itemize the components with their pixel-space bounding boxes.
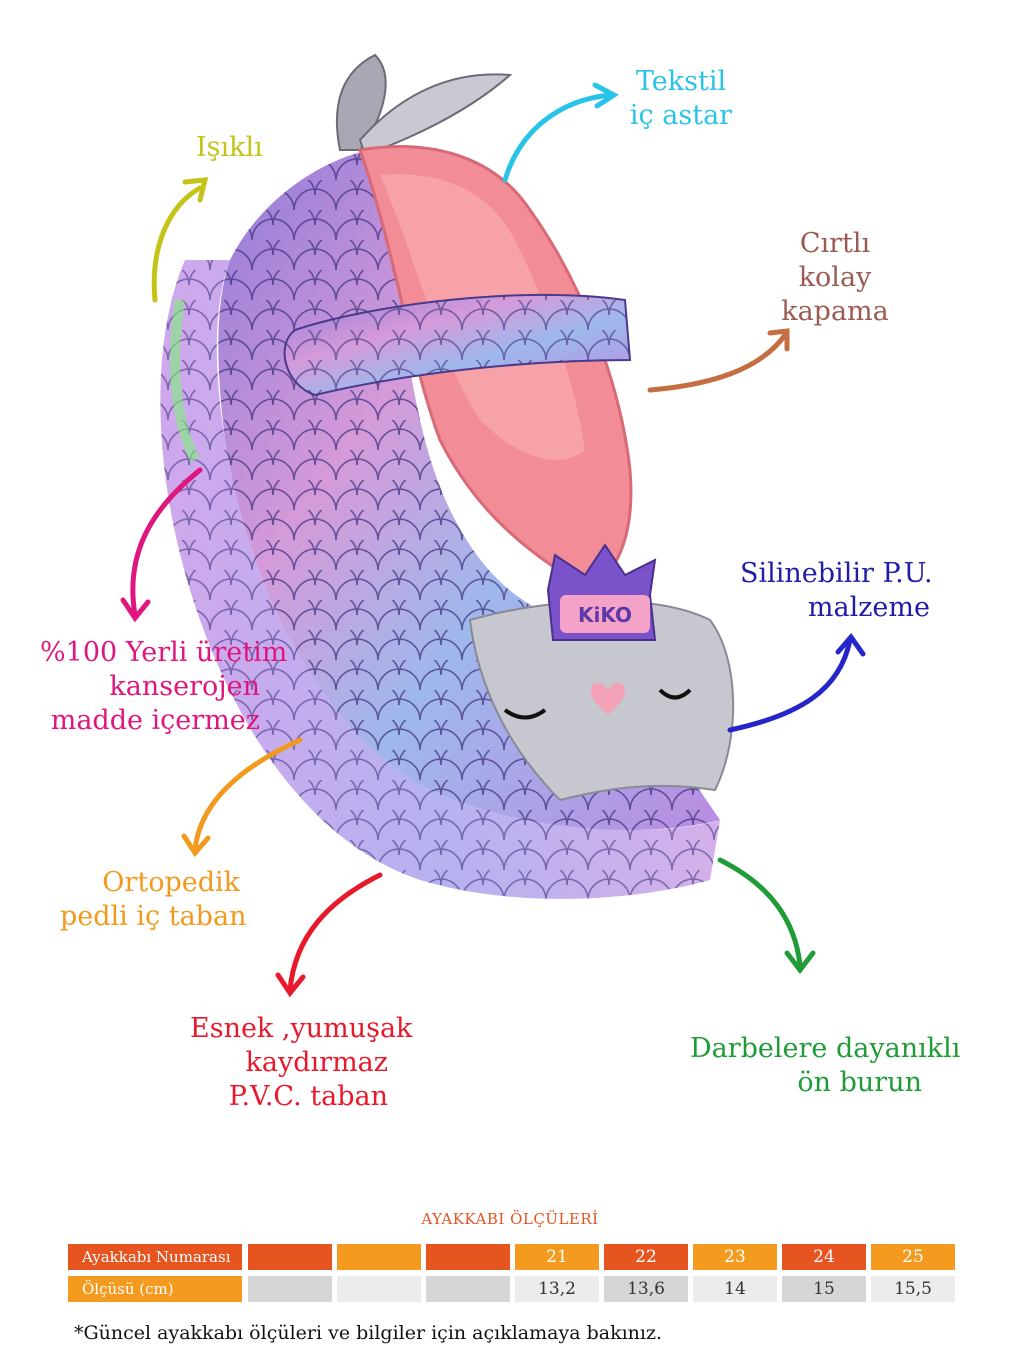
callout-arrows <box>120 82 866 998</box>
callout-ortopedik-line2: pedli iç taban <box>60 901 247 932</box>
callout-darbelere-line2: ön burun <box>797 1067 922 1098</box>
length-cell: 15 <box>782 1276 866 1302</box>
callout-esnek-line3: P.V.C. taban <box>228 1081 388 1112</box>
callout-cirtli-line3: kapama <box>781 296 889 327</box>
size-row: Ayakkabı Numarası 21 22 23 24 25 <box>68 1244 960 1270</box>
callout-ortopedik-line1: Ortopedik <box>102 867 240 898</box>
arrow-esnek <box>287 872 383 993</box>
arrow-isikli <box>151 185 203 303</box>
callout-tekstil: Tekstil iç astar <box>626 65 736 133</box>
length-cell: 15,5 <box>871 1276 955 1302</box>
callout-tekstil-line2: iç astar <box>629 100 733 131</box>
size-cell: 24 <box>782 1244 866 1270</box>
size-cell: 25 <box>871 1244 955 1270</box>
size-cell: 23 <box>693 1244 777 1270</box>
size-row-label: Ayakkabı Numarası <box>68 1244 242 1270</box>
callout-isikli: Işıklı <box>196 131 263 165</box>
length-cell <box>337 1276 421 1302</box>
arrow-darbelere <box>717 857 803 968</box>
callout-cirtli-line2: kolay <box>798 262 872 293</box>
arrow-cirtli <box>647 332 788 393</box>
arrow-ortopedik <box>192 737 303 853</box>
length-cell <box>248 1276 332 1302</box>
callout-esnek-line2: kaydırmaz <box>245 1047 388 1078</box>
callout-esnek-line1: Esnek ,yumuşak <box>190 1013 413 1044</box>
callout-cirtli-line1: Cırtlı <box>799 228 871 259</box>
size-cell <box>337 1244 421 1270</box>
callout-ortopedik: Ortopedik pedli iç taban <box>60 866 247 934</box>
size-cell: 21 <box>515 1244 599 1270</box>
length-row-label: Ölçüsü (cm) <box>68 1276 242 1302</box>
crown-badge-text: KiKO <box>578 603 632 627</box>
callout-tekstil-line1: Tekstil <box>635 66 727 97</box>
callout-cirtli: Cırtlı kolay kapama <box>780 227 890 329</box>
callout-yerli-line1: %100 Yerli üretim <box>40 637 288 668</box>
callout-esnek: Esnek ,yumuşak kaydırmaz P.V.C. taban <box>190 1012 413 1114</box>
callout-darbelere-line1: Darbelere dayanıklı <box>690 1033 961 1064</box>
size-table-title: AYAKKABI ÖLÇÜLERİ <box>421 1210 599 1228</box>
footnote: *Güncel ayakkabı ölçüleri ve bilgiler iç… <box>74 1322 663 1344</box>
length-cell <box>426 1276 510 1302</box>
callout-silinebilir-line1: Silinebilir P.U. <box>740 558 933 589</box>
callout-yerli-line3: madde içermez <box>50 705 260 736</box>
size-cell <box>248 1244 332 1270</box>
size-cell <box>426 1244 510 1270</box>
length-cell: 13,2 <box>515 1276 599 1302</box>
callout-silinebilir-line2: malzeme <box>807 592 930 623</box>
callout-yerli-line2: kanserojen <box>109 671 260 702</box>
arrow-silinebilir <box>727 637 853 733</box>
length-cell: 13,6 <box>604 1276 688 1302</box>
callout-isikli-line1: Işıklı <box>196 132 263 163</box>
callout-silinebilir: Silinebilir P.U. malzeme <box>740 557 933 625</box>
callout-yerli: %100 Yerli üretim kanserojen madde içerm… <box>40 636 288 738</box>
callout-darbelere: Darbelere dayanıklı ön burun <box>690 1032 961 1100</box>
size-cell: 22 <box>604 1244 688 1270</box>
length-cell: 14 <box>693 1276 777 1302</box>
arrow-tekstil <box>502 92 613 183</box>
length-row: Ölçüsü (cm) 13,2 13,6 14 15 15,5 <box>68 1276 960 1302</box>
arrow-yerli <box>130 467 203 618</box>
